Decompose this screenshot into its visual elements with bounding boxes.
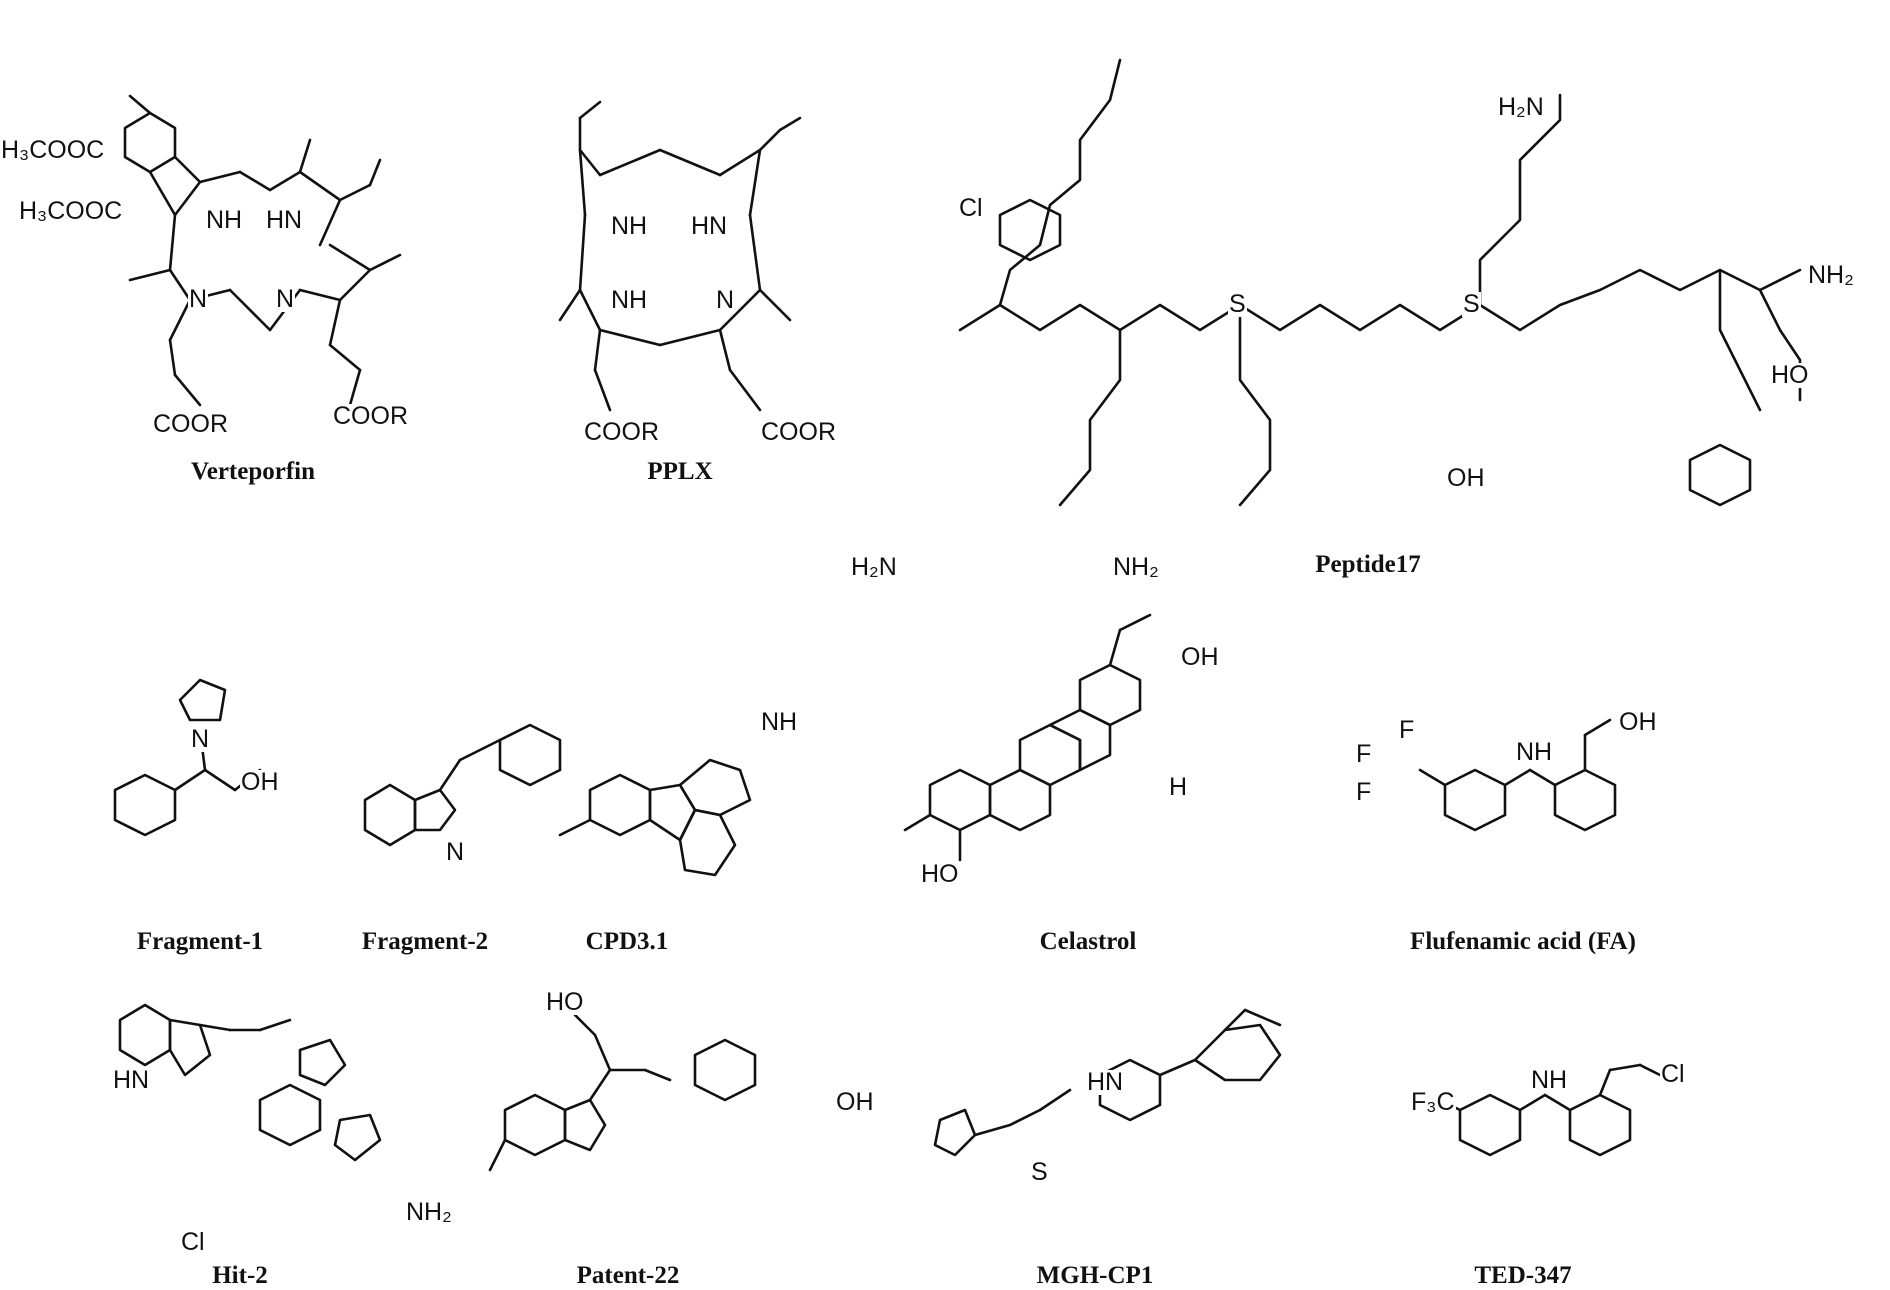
atom-label-nh2: NH₂ — [1807, 261, 1855, 289]
caption-fragment-2: Fragment-2 — [361, 928, 489, 955]
caption-flufenamic-acid: Flufenamic acid (FA) — [1410, 928, 1636, 955]
atom-label-hn: HN — [265, 206, 304, 234]
caption-peptide17: Peptide17 — [1315, 551, 1421, 578]
pplx-structure — [558, 100, 802, 412]
atom-label-n: N — [275, 285, 296, 313]
atom-label-oh: OH — [1446, 464, 1486, 492]
caption-verteporfin: Verteporfin — [190, 458, 316, 485]
atom-label-oh: OH — [835, 1088, 875, 1116]
atom-label-ho: HO — [1770, 361, 1810, 389]
atom-label-f: F — [1355, 778, 1373, 806]
atom-label-ester: H₃COOC — [18, 197, 124, 225]
atom-label-coor: COOR — [332, 402, 409, 430]
caption-pplx: PPLX — [647, 458, 713, 485]
hit-2-structure — [118, 1003, 382, 1162]
mgh-cp1-structure — [933, 1008, 1282, 1157]
atom-label-h: H — [1168, 773, 1189, 801]
caption-patent-22: Patent-22 — [576, 1262, 680, 1289]
atom-label-s: S — [1030, 1158, 1049, 1186]
atom-label-n: N — [715, 286, 736, 314]
atom-label-ester: H₃COOC — [0, 136, 106, 164]
atom-label-cl: Cl — [180, 1228, 206, 1256]
atom-label-hn: HN — [1086, 1068, 1125, 1096]
atom-label-cl: Cl — [958, 194, 984, 222]
caption-celastrol: Celastrol — [1039, 928, 1137, 955]
atom-label-nh: NH — [205, 206, 244, 234]
caption-hit-2: Hit-2 — [212, 1262, 268, 1289]
atom-label-cl: Cl — [1660, 1060, 1686, 1088]
atom-label-nh: NH — [1530, 1066, 1569, 1094]
atom-label-h2n: H₂N — [1497, 93, 1545, 121]
flufenamic-acid-structure — [1418, 718, 1617, 832]
atom-label-oh: OH — [1618, 708, 1658, 736]
atom-label-f3c: F₃C — [1410, 1088, 1456, 1116]
atom-label-oh: OH — [240, 768, 280, 796]
celastrol-structure — [903, 613, 1152, 862]
atom-label-oh: OH — [1180, 643, 1220, 671]
fragment-2-structure — [363, 723, 562, 847]
cpd3-1-structure — [558, 758, 752, 877]
atom-label-nh: NH — [760, 708, 799, 736]
atom-label-s: S — [1462, 290, 1481, 318]
atom-label-f: F — [1398, 716, 1416, 744]
fragment-1-structure — [113, 678, 262, 837]
verteporfin-structure — [123, 94, 402, 407]
atom-label-coor: COOR — [583, 418, 660, 446]
caption-fragment-1: Fragment-1 — [136, 928, 264, 955]
atom-label-s: S — [1228, 290, 1247, 318]
atom-label-coor: COOR — [760, 418, 837, 446]
atom-label-nh2: NH₂ — [1112, 553, 1160, 581]
atom-label-nh2: NH₂ — [405, 1198, 453, 1226]
patent-22-structure — [488, 1013, 757, 1172]
atom-label-nh: NH — [1515, 738, 1554, 766]
atom-label-ho: HO — [920, 860, 960, 888]
caption-mgh-cp1: MGH-CP1 — [1036, 1262, 1154, 1289]
caption-cpd3-1: CPD3.1 — [585, 928, 669, 955]
atom-label-nh: NH — [610, 212, 649, 240]
atom-label-f: F — [1355, 740, 1373, 768]
atom-label-nh: NH — [610, 286, 649, 314]
atom-label-h2n: H₂N — [850, 553, 898, 581]
atom-label-coor: COOR — [152, 410, 229, 438]
atom-label-n: N — [190, 725, 211, 753]
caption-ted-347: TED-347 — [1474, 1262, 1572, 1289]
peptide17-structure — [958, 58, 1802, 507]
atom-label-hn: HN — [690, 212, 729, 240]
atom-label-n: N — [188, 285, 209, 313]
atom-label-hn: HN — [112, 1066, 151, 1094]
atom-label-n: N — [445, 838, 466, 866]
atom-label-ho: HO — [545, 988, 585, 1016]
